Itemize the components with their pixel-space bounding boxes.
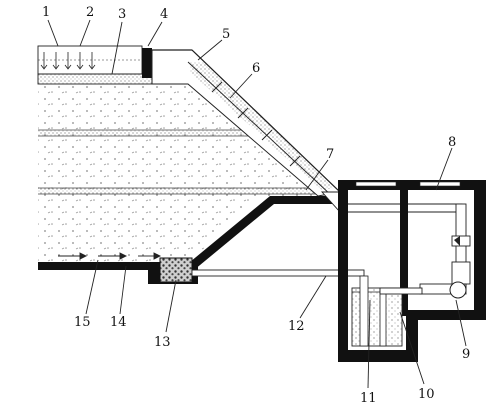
callout-8: 8 (448, 135, 456, 150)
callout-labels: 1 2 3 4 5 6 7 8 9 10 11 12 13 14 15 (42, 5, 470, 406)
callout-6: 6 (252, 61, 260, 76)
callout-12: 12 (288, 319, 305, 334)
callout-10: 10 (418, 387, 435, 402)
intermediate-layer (38, 130, 248, 136)
cover-post (142, 48, 152, 78)
gravel-drain (159, 257, 193, 283)
slope-liner (151, 49, 342, 197)
callout-5: 5 (222, 27, 230, 42)
callout-4: 4 (160, 7, 168, 22)
callout-15: 15 (74, 315, 91, 330)
pump-unit (379, 235, 471, 299)
callout-13: 13 (154, 335, 171, 350)
collection-pipe (191, 269, 365, 277)
top-cover (37, 45, 189, 85)
callout-7: 7 (326, 147, 334, 162)
pump-house (338, 180, 486, 362)
flow-arrows (58, 252, 162, 260)
sump-tank (351, 275, 403, 347)
rainfall-arrows (40, 52, 96, 70)
callout-9: 9 (462, 347, 470, 362)
intermediate-layer-lower (38, 188, 320, 194)
callout-11: 11 (360, 391, 377, 406)
waste-body (38, 86, 322, 262)
slope-pipe-joints (211, 81, 301, 167)
callout-3: 3 (118, 7, 126, 22)
leader-lines (47, 19, 467, 389)
callout-14: 14 (110, 315, 127, 330)
callout-1: 1 (42, 5, 50, 20)
callout-2: 2 (86, 5, 94, 20)
